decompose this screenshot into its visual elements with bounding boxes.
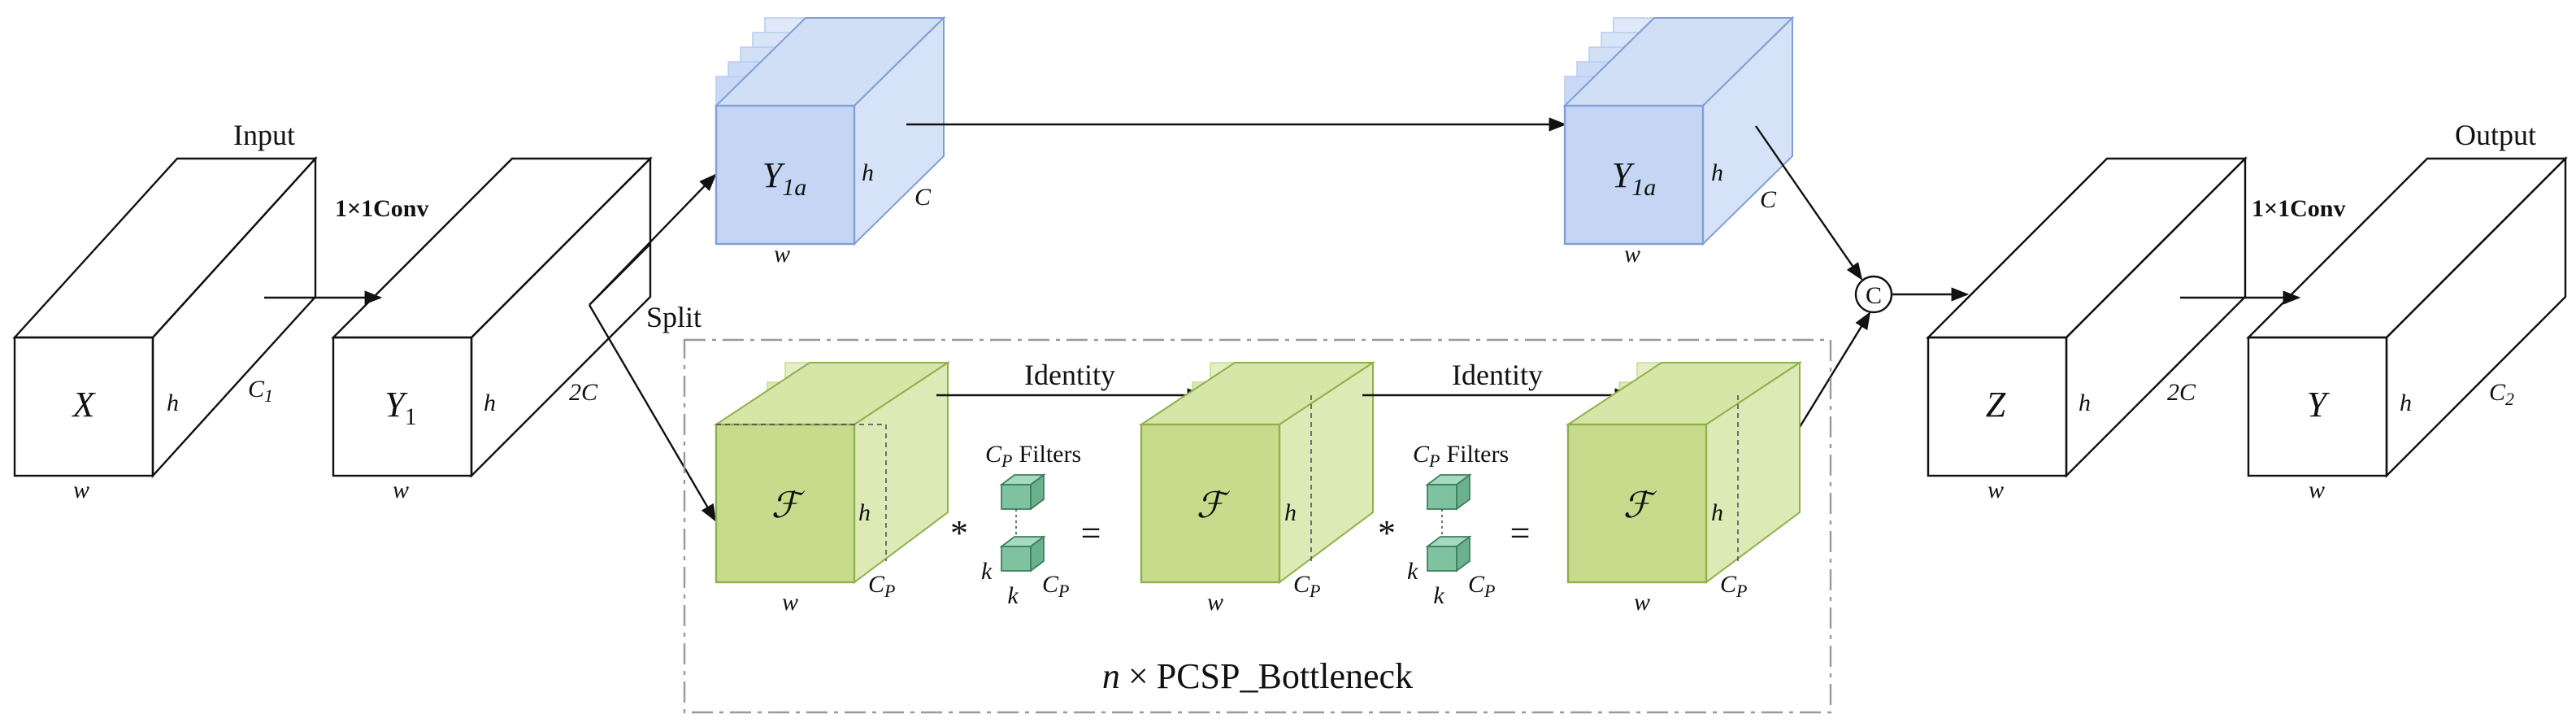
tensor-f1-h: h (858, 499, 871, 526)
tensor-x-h: h (167, 390, 179, 416)
tensor-y1-w: w (393, 477, 409, 503)
kernel-2-c: CP (1468, 571, 1495, 601)
tensor-y: Y h w C2 (2246, 156, 2568, 503)
tensor-f2-h: h (1284, 499, 1297, 526)
conv-left-label: 1×1Conv (335, 195, 428, 222)
tensor-z-c: 2C (2167, 379, 2196, 406)
tensor-y1a-right-h: h (1711, 159, 1723, 186)
tensor-z-name: Z (1986, 385, 2006, 424)
tensor-f1-c: CP (868, 571, 895, 601)
output-label: Output (2455, 119, 2536, 151)
kernel-1-k-side: k (981, 558, 993, 585)
tensor-y1a-right-w: w (1624, 241, 1640, 268)
kernel-1-k-bottom: k (1007, 582, 1019, 609)
tensor-y1-name: Y1 (384, 385, 416, 430)
equals-1: = (1081, 513, 1101, 553)
tensor-y-w: w (2309, 477, 2325, 503)
kernel-1-c: CP (1042, 571, 1069, 601)
arrow-y1a-to-concat (1755, 125, 1863, 281)
tensor-f2: ℱ h w CP (1138, 361, 1376, 616)
bottleneck-box (683, 338, 1832, 714)
tensor-y1a-right-c: C (1760, 186, 1777, 213)
tensor-y-c: C2 (2489, 379, 2514, 409)
tensor-f1-w: w (782, 589, 798, 616)
tensor-z-h: h (2079, 390, 2091, 416)
tensor-z: Z h w 2C (1926, 156, 2248, 503)
tensor-y-h: h (2400, 390, 2412, 416)
star-2: * (1378, 513, 1396, 553)
kernel-1: k k CP (981, 473, 1069, 609)
kernel-2: k k CP (1407, 473, 1495, 609)
tensor-y1a-right: Y1a h w C (1562, 15, 1795, 268)
tensor-x: X h w C1 (12, 155, 318, 503)
tensor-z-w: w (1987, 477, 2004, 503)
arrow-split-down (588, 304, 717, 522)
tensor-f3-h: h (1711, 499, 1723, 526)
tensor-y1a-top: Y1a h w C (714, 15, 946, 268)
tensor-f1: ℱ h w CP (713, 361, 951, 616)
tensor-y1a-top-h: h (862, 159, 874, 186)
tensor-y1a-right-name: Y1a (1612, 155, 1656, 201)
tensor-y1-c: 2C (569, 379, 598, 406)
tensor-y1a-top-name: Y1a (762, 155, 806, 201)
tensor-y1a-top-c: C (914, 184, 932, 211)
split-label: Split (646, 301, 702, 333)
conv-right-label: 1×1Conv (2252, 195, 2345, 222)
input-label: Input (233, 119, 295, 151)
tensor-f2-c: CP (1293, 571, 1320, 601)
tensor-f2-w: w (1207, 589, 1223, 616)
tensor-f3-w: w (1634, 589, 1650, 616)
tensor-y1: Y1 h w 2C (331, 156, 653, 503)
identity-1-label: Identity (1024, 359, 1115, 391)
equals-2: = (1510, 513, 1531, 553)
tensor-x-name: X (72, 385, 97, 424)
tensor-f3: ℱ h w CP (1565, 361, 1803, 616)
tensor-f3-c: CP (1720, 571, 1747, 601)
tensor-y-name: Y (2307, 385, 2331, 424)
tensor-x-c: C1 (248, 376, 273, 406)
kernel-2-k-bottom: k (1433, 582, 1444, 609)
concat-label: C (1866, 282, 1882, 309)
identity-2-label: Identity (1452, 359, 1543, 391)
arrow-split-up (589, 173, 717, 306)
tensor-x-w: w (73, 477, 89, 503)
tensor-y1-h: h (484, 390, 496, 416)
bottleneck-caption: n×PCSP_Bottleneck (1102, 656, 1413, 696)
concat-node: C (1854, 275, 1893, 314)
tensor-y1a-top-w: w (774, 241, 790, 268)
kernel-2-k-side: k (1407, 558, 1418, 585)
star-1: * (950, 513, 968, 553)
